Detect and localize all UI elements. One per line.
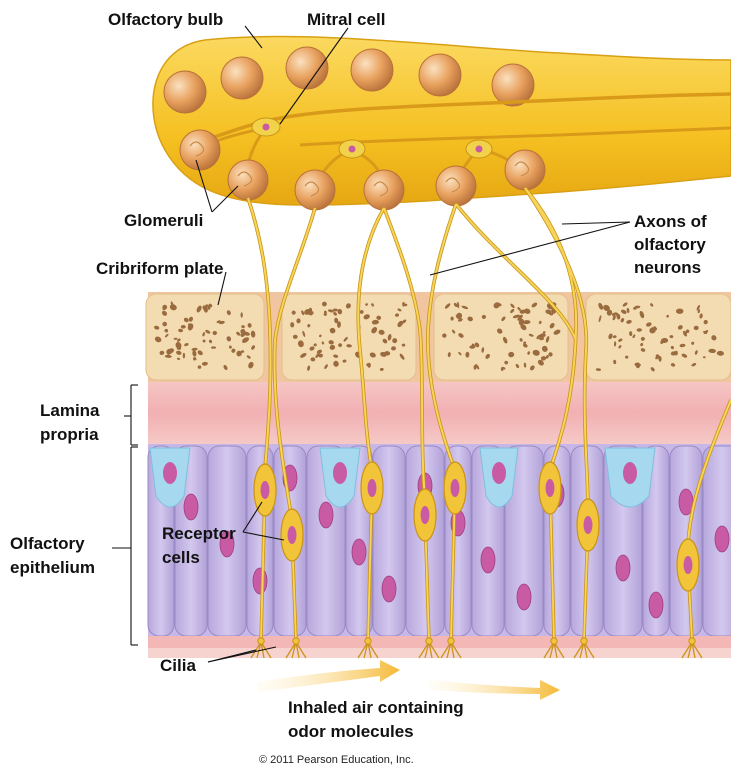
cell-nucleus (492, 462, 506, 484)
receptor-nucleus (684, 556, 693, 574)
label-olfactory-bulb: Olfactory bulb (108, 10, 223, 29)
cell-nucleus (517, 584, 531, 610)
dendritic-knob (258, 638, 264, 644)
cell-nucleus (616, 555, 630, 581)
glomerulus-5 (436, 166, 476, 206)
copyright-notice: © 2011 Pearson Education, Inc. (259, 754, 414, 766)
label-air-1: Inhaled air containing (288, 698, 464, 717)
receptor-nucleus (546, 479, 555, 497)
dendritic-knob (551, 638, 557, 644)
dendritic-knob (581, 638, 587, 644)
label-air-2: odor molecules (288, 722, 414, 741)
glomerulus-2 (228, 160, 268, 200)
label-epithelium-2: epithelium (10, 558, 95, 577)
glomerulus-4 (364, 170, 404, 210)
cribriform-plate (146, 292, 731, 382)
glomerulus-3 (295, 170, 335, 210)
receptor-nucleus (421, 506, 430, 524)
label-axons-2: olfactory (634, 235, 706, 254)
bulb-cell-4 (351, 49, 393, 91)
cell-nucleus (382, 576, 396, 602)
label-epithelium-1: Olfactory (10, 534, 85, 553)
olfactory-epithelium (148, 444, 731, 658)
cell-nucleus (649, 592, 663, 618)
glomerulus-1 (180, 130, 220, 170)
bulb-cell-5 (419, 54, 461, 96)
cell-nucleus (715, 526, 729, 552)
dendritic-knob (689, 638, 695, 644)
cell-nucleus (184, 494, 198, 520)
label-cribriform-plate: Cribriform plate (96, 259, 224, 278)
cell-nucleus (623, 462, 637, 484)
lamina-propria (148, 382, 731, 444)
label-axons-1: Axons of (634, 212, 707, 231)
label-mitral-cell: Mitral cell (307, 10, 385, 29)
label-receptor-2: cells (162, 548, 200, 567)
receptor-nucleus (368, 479, 377, 497)
glomerulus-6 (505, 150, 545, 190)
cell-nucleus (481, 547, 495, 573)
label-glomeruli: Glomeruli (124, 211, 203, 230)
label-cilia: Cilia (160, 656, 196, 675)
receptor-nucleus (288, 526, 297, 544)
dendritic-knob (426, 638, 432, 644)
bulb-cell-2 (221, 57, 263, 99)
cell-nucleus (163, 462, 177, 484)
dendritic-knob (365, 638, 371, 644)
inhaled-air-arrows (258, 660, 560, 700)
label-lamina-2: propria (40, 425, 99, 444)
cell-nucleus (319, 502, 333, 528)
cell-nucleus (333, 462, 347, 484)
dendritic-knob (293, 638, 299, 644)
dendritic-knob (448, 638, 454, 644)
label-receptor-1: Receptor (162, 524, 236, 543)
receptor-nucleus (451, 479, 460, 497)
cell-nucleus (352, 539, 366, 565)
bulb-cell-1 (164, 71, 206, 113)
receptor-nucleus (584, 516, 593, 534)
receptor-nucleus (261, 481, 270, 499)
bulb-cell-3 (286, 47, 328, 89)
label-lamina-1: Lamina (40, 401, 100, 420)
cell-nucleus (253, 568, 267, 594)
label-axons-3: neurons (634, 258, 701, 277)
